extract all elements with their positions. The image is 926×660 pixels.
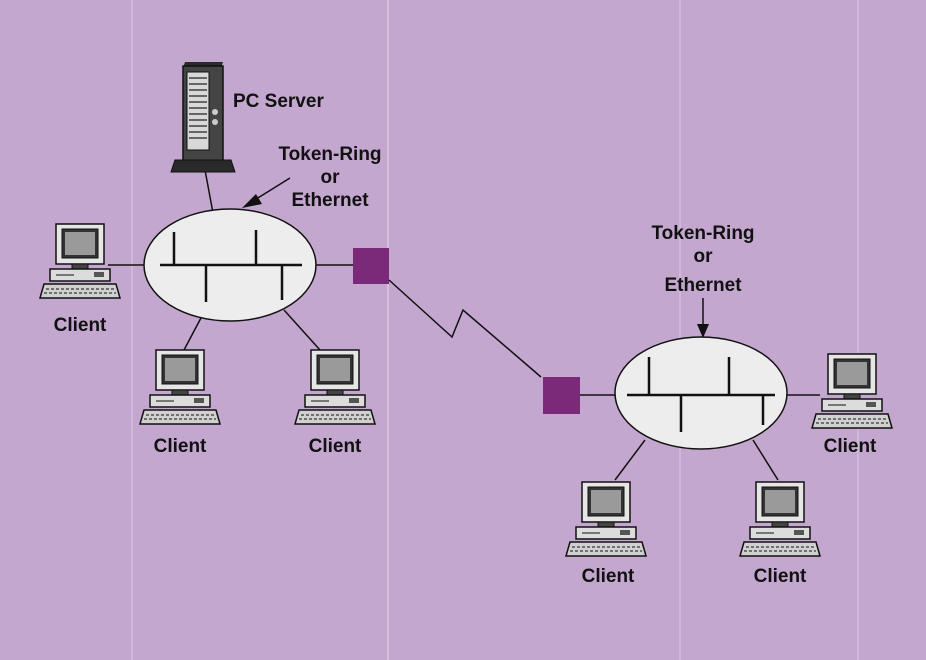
desktop-computer-icon	[39, 223, 121, 299]
client-link	[614, 439, 646, 481]
wan-link	[388, 279, 542, 378]
client-label: Client	[309, 436, 362, 457]
background-stripes	[131, 0, 859, 660]
arrow-icon	[242, 177, 291, 208]
client-label: Client	[54, 315, 107, 336]
client-label: Client	[824, 436, 877, 457]
client-left-2: Client	[139, 349, 221, 457]
network-left: Token-Ring or Ethernet	[108, 144, 382, 351]
server-link	[204, 169, 214, 214]
network-label-right-line1: Token-Ring	[651, 223, 754, 244]
network-label-left-line3: Ethernet	[291, 190, 369, 211]
bridge-right	[543, 377, 580, 414]
client-link	[183, 315, 203, 351]
network-label-left-line2: or	[321, 167, 341, 188]
network-label-left-line1: Token-Ring	[278, 144, 381, 165]
client-link	[752, 439, 779, 481]
client-right-3: Client	[739, 481, 821, 587]
desktop-computer-icon	[565, 481, 647, 557]
network-right: Token-Ring or Ethernet	[580, 223, 820, 481]
client-label: Client	[754, 566, 807, 587]
desktop-computer-icon	[739, 481, 821, 557]
bridge-left	[353, 248, 389, 284]
server-tower-icon	[170, 62, 236, 173]
server-label: PC Server	[233, 91, 324, 112]
network-bus-right	[627, 357, 775, 432]
network-label-right-line2: or	[694, 246, 714, 267]
client-left-3: Client	[294, 349, 376, 457]
network-label-right-line3: Ethernet	[664, 275, 742, 296]
client-right-2: Client	[565, 481, 647, 587]
client-left-1: Client	[39, 223, 121, 336]
arrow-icon	[697, 298, 709, 338]
client-label: Client	[154, 436, 207, 457]
desktop-computer-icon	[811, 353, 893, 429]
network-bus-left	[160, 230, 302, 302]
client-right-1: Client	[811, 353, 893, 457]
client-link	[283, 309, 321, 351]
desktop-computer-icon	[139, 349, 221, 425]
client-label: Client	[582, 566, 635, 587]
desktop-computer-icon	[294, 349, 376, 425]
network-ring-right	[614, 336, 788, 450]
